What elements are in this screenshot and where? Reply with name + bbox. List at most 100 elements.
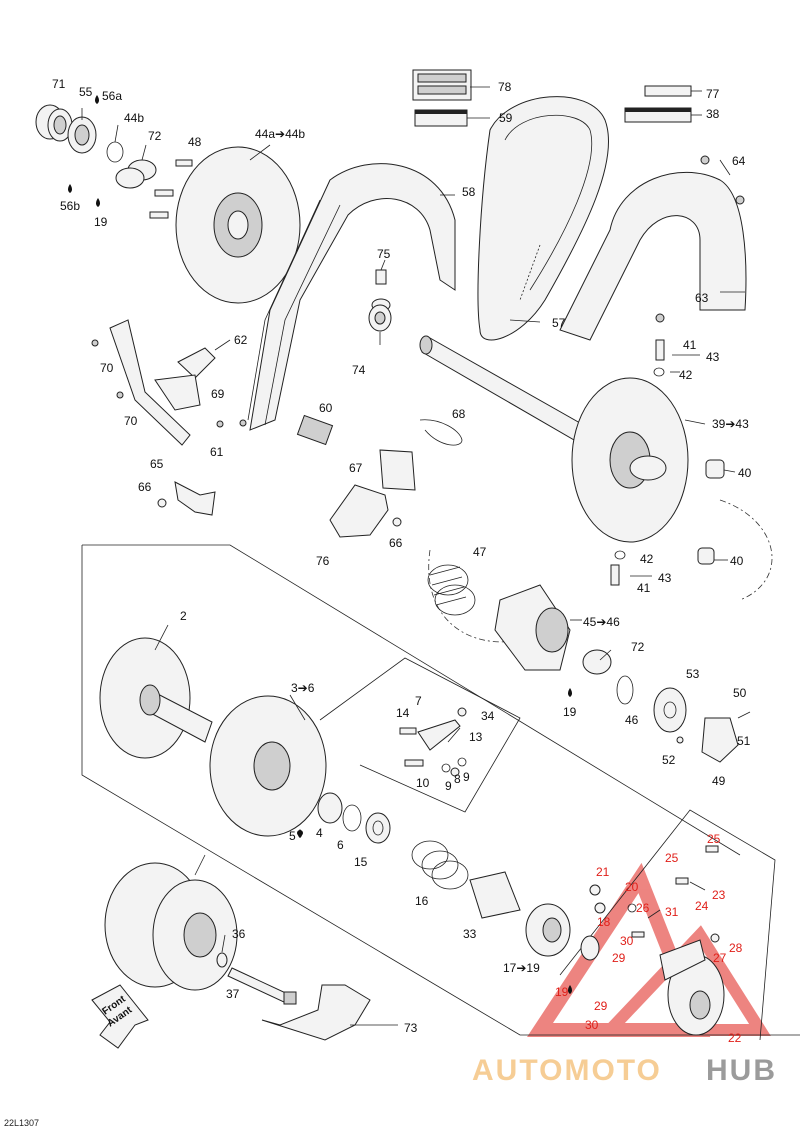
grease-drop-icon [95, 95, 99, 104]
callout-13: 13 [469, 730, 483, 744]
retaining-ring-44b [106, 141, 124, 163]
drive-belt-57 [477, 96, 609, 341]
bolt-41b [610, 564, 620, 586]
washer-42a [653, 367, 665, 377]
movable-sheave-3 [209, 695, 327, 837]
callout-40a: 40 [738, 466, 752, 480]
callout-43b: 43 [658, 571, 672, 585]
callout-29b: 29 [594, 999, 608, 1013]
callout-59: 59 [499, 111, 513, 125]
callout-42b: 42 [640, 552, 654, 566]
callout-3943: 39➔43 [712, 417, 749, 431]
washer-26 [627, 903, 637, 913]
callout-48: 48 [188, 135, 202, 149]
screw-13 [447, 727, 461, 743]
cam-45 [494, 584, 571, 671]
watermark-text-2: HUB [706, 1054, 777, 1087]
callout-70b: 70 [124, 414, 138, 428]
callout-36: 36 [232, 927, 246, 941]
pin-14 [399, 727, 417, 735]
callout-72b: 72 [631, 640, 645, 654]
callout-56b: 56b [60, 199, 80, 213]
callout-16: 16 [415, 894, 429, 908]
belt-guard-bracket-58 [247, 163, 456, 446]
callout-67: 67 [349, 461, 363, 475]
bracket-65 [174, 481, 216, 516]
callout-56a: 56a [102, 89, 122, 103]
callout-23: 23 [712, 888, 726, 902]
driven-pulley-39 [571, 377, 689, 543]
bolt-25a [705, 845, 719, 853]
callout-49: 49 [712, 774, 726, 788]
callout-60: 60 [319, 401, 333, 415]
callout-51: 51 [737, 734, 751, 748]
callout-43a: 43 [706, 350, 720, 364]
front-arrow: Front Avant [91, 984, 149, 1049]
callout-19c: 19 [555, 985, 569, 999]
callout-38: 38 [706, 107, 720, 121]
bearing-55 [67, 116, 97, 154]
clip-68 [419, 419, 463, 446]
callout-40b: 40 [730, 554, 744, 568]
callout-22: 22 [728, 1031, 742, 1045]
callout-68: 68 [452, 407, 466, 421]
callout-72a: 72 [148, 129, 162, 143]
washer-9a [441, 763, 451, 773]
callout-66b: 66 [389, 536, 403, 550]
callout-25b: 25 [665, 851, 679, 865]
decal-78 [412, 69, 472, 101]
seal-74 [368, 304, 392, 332]
pin-10 [404, 759, 424, 767]
grease-drop-icon [298, 829, 302, 838]
driven-group-outline [428, 499, 773, 643]
callout-4: 4 [316, 826, 323, 840]
callout-10: 10 [416, 776, 430, 790]
callout-78: 78 [498, 80, 512, 94]
callout-28: 28 [729, 941, 743, 955]
washer-9b [457, 757, 467, 767]
bracket-70 [91, 319, 191, 446]
callout-34: 34 [481, 709, 495, 723]
grease-drop-icon [96, 198, 100, 207]
callout-21: 21 [596, 865, 610, 879]
cam-21 [589, 884, 601, 896]
callout-19b: 19 [563, 705, 577, 719]
callout-53: 53 [686, 667, 700, 681]
callout-42a: 42 [679, 368, 693, 382]
callout-47: 47 [473, 545, 487, 559]
callout-29a: 29 [612, 951, 626, 965]
pin-31 [647, 909, 661, 919]
roller-18 [594, 902, 606, 914]
callout-50: 50 [733, 686, 747, 700]
callout-8: 8 [454, 772, 461, 786]
grease-drop-icon [568, 688, 572, 697]
spacer-40a [705, 459, 725, 479]
drive-pulley-half-44 [175, 146, 301, 304]
callout-1719: 17➔19 [503, 961, 540, 975]
callout-5: 5 [289, 829, 296, 843]
lower-group-outline [81, 545, 800, 1036]
callout-41a: 41 [683, 338, 697, 352]
ring-46 [616, 675, 634, 705]
grease-drop-icons [68, 95, 572, 994]
callout-15: 15 [354, 855, 368, 869]
spider-17 [525, 903, 571, 957]
bearing-71 [35, 104, 73, 142]
callout-18: 18 [597, 915, 611, 929]
callout-4546: 45➔46 [583, 615, 620, 629]
bracket-69 [154, 374, 201, 411]
sleeve-19c [580, 935, 600, 961]
callout-14: 14 [396, 706, 410, 720]
callout-70a: 70 [100, 361, 114, 375]
screw-50 [737, 711, 751, 719]
callout-44ab: 44a➔44b [255, 127, 305, 141]
callout-33: 33 [463, 927, 477, 941]
callout-65: 65 [150, 457, 164, 471]
callout-9b: 9 [463, 770, 470, 784]
spring-47 [427, 564, 476, 616]
belt-guard-63 [559, 155, 747, 341]
callout-76: 76 [316, 554, 330, 568]
bracket-76 [329, 484, 389, 538]
watermark-text-1: AUTOMOTO [472, 1054, 662, 1087]
